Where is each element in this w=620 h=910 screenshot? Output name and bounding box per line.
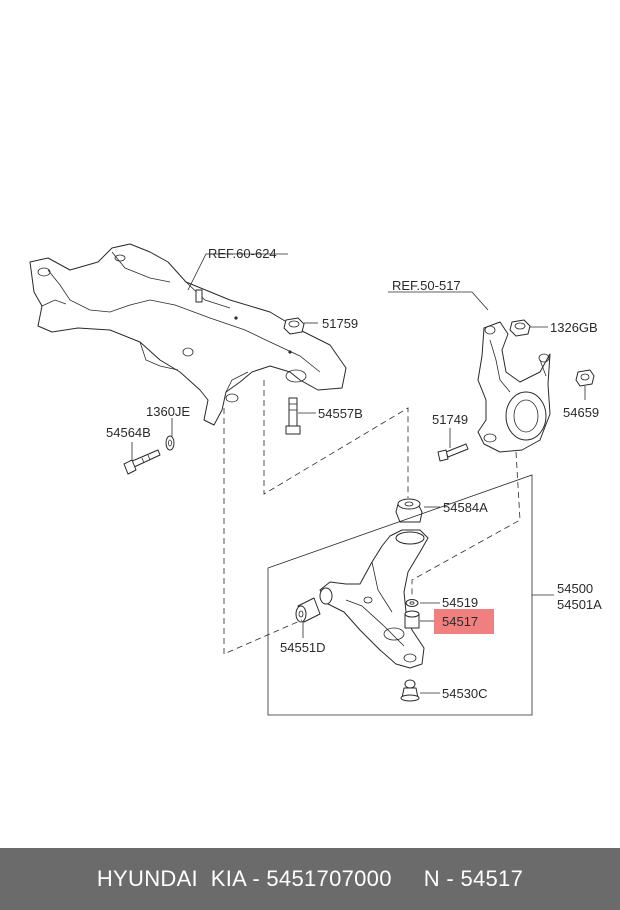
bushing-54551d bbox=[295, 597, 321, 623]
label-54551d: 54551D bbox=[280, 640, 326, 655]
washer-54519 bbox=[405, 599, 419, 607]
label-1360je: 1360JE bbox=[146, 404, 190, 419]
highlight-54517 bbox=[434, 609, 494, 634]
washer-1360je bbox=[165, 435, 175, 451]
label-54557b: 54557B bbox=[318, 406, 363, 421]
label-54584a: 54584A bbox=[443, 500, 488, 515]
bolt-54557b bbox=[285, 397, 301, 435]
label-54519: 54519 bbox=[442, 595, 478, 610]
label-ref-60-624: REF.60-624 bbox=[208, 246, 277, 261]
steering-knuckle bbox=[477, 321, 551, 453]
nut-1326gb bbox=[509, 319, 531, 337]
label-54517: 54517 bbox=[442, 614, 478, 629]
label-54659: 54659 bbox=[563, 405, 599, 420]
nut-51759 bbox=[283, 317, 305, 335]
assembly-box bbox=[267, 474, 533, 716]
lower-control-arm bbox=[319, 529, 429, 669]
bushing-54584a bbox=[395, 498, 423, 523]
ball-joint-54530c bbox=[400, 679, 420, 702]
bushing-54517 bbox=[404, 610, 420, 629]
label-54500: 54500 bbox=[557, 581, 593, 596]
dashed-guides bbox=[223, 380, 521, 655]
label-1326gb: 1326GB bbox=[550, 320, 598, 335]
label-51759: 51759 bbox=[322, 316, 358, 331]
part-labels: REF.60-624 REF.50-517 51759 1326GB 54659… bbox=[106, 246, 602, 701]
label-ref-50-517: REF.50-517 bbox=[392, 278, 461, 293]
parts-diagram: REF.60-624 REF.50-517 51759 1326GB 54659… bbox=[29, 243, 602, 716]
crossmember bbox=[29, 243, 347, 426]
leader-lines bbox=[131, 253, 586, 694]
label-54530c: 54530C bbox=[442, 686, 488, 701]
bolt-51749 bbox=[437, 443, 469, 462]
label-54564b: 54564B bbox=[106, 425, 151, 440]
bolt-54564b bbox=[123, 449, 161, 475]
label-54501a: 54501A bbox=[557, 597, 602, 612]
footer-text: HYUNDAI KIA - 5451707000 N - 54517 bbox=[96, 866, 524, 891]
label-51749: 51749 bbox=[432, 412, 468, 427]
part-number-footer: HYUNDAI KIA - 5451707000 N - 54517 bbox=[0, 848, 620, 910]
nut-54659 bbox=[575, 369, 595, 387]
